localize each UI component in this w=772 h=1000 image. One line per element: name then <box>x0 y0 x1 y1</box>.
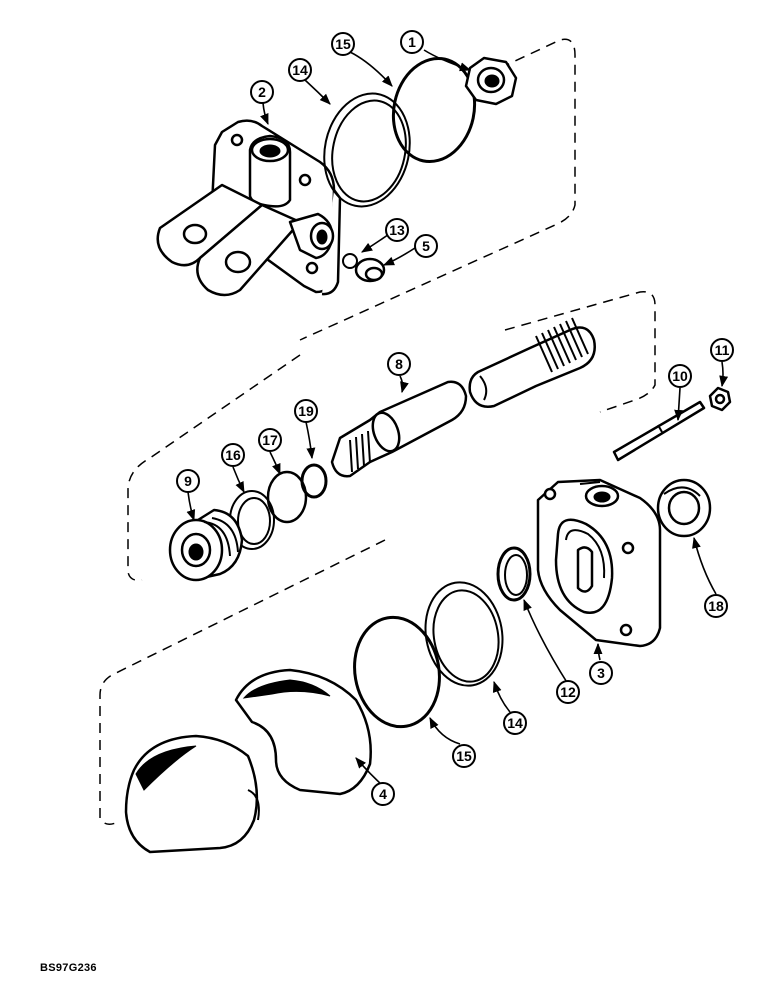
wiper-seal <box>656 478 712 538</box>
callout-5: 5 <box>414 234 438 258</box>
callout-circle <box>221 443 245 467</box>
callout-label: 2 <box>258 84 266 100</box>
backup-ring-14-lower <box>424 581 504 687</box>
callout-3: 3 <box>589 661 613 685</box>
dashed-assembly-lines <box>99 38 656 825</box>
cylinder-tube <box>124 668 372 854</box>
callout-label: 17 <box>262 432 278 448</box>
callout-label: 1 <box>408 34 416 50</box>
callout-10: 10 <box>668 364 692 388</box>
callout-circle <box>371 782 395 806</box>
backup-ring-14-top <box>323 92 411 208</box>
callout-label: 10 <box>672 368 688 384</box>
gland-head <box>536 478 662 648</box>
tie-rod <box>612 400 706 462</box>
callout-label: 3 <box>597 665 605 681</box>
plug <box>354 257 386 283</box>
callout-label: 15 <box>456 748 472 764</box>
o-ring-15-lower <box>353 615 441 729</box>
callout-label: 8 <box>395 356 403 372</box>
callout-17: 17 <box>258 428 282 452</box>
hex-nut <box>464 56 518 106</box>
callout-15: 15 <box>331 32 355 56</box>
callout-9: 9 <box>176 469 200 493</box>
callout-circle <box>385 218 409 242</box>
callout-circle <box>387 352 411 376</box>
callout-circle <box>400 30 424 54</box>
callout-circle <box>414 234 438 258</box>
callout-circle <box>503 711 527 735</box>
callout-label: 19 <box>298 403 314 419</box>
callout-2: 2 <box>250 80 274 104</box>
callout-19: 19 <box>294 399 318 423</box>
callout-11: 11 <box>710 338 734 362</box>
callout-label: 14 <box>507 715 523 731</box>
callout-label: 4 <box>379 786 387 802</box>
callout-13: 13 <box>385 218 409 242</box>
callout-circle <box>556 680 580 704</box>
callout-circle <box>258 428 282 452</box>
callout-14: 14 <box>503 711 527 735</box>
callout-label: 16 <box>225 447 241 463</box>
callout-label: 15 <box>335 36 351 52</box>
callout-circle <box>250 80 274 104</box>
callout-label: 11 <box>715 342 730 358</box>
callout-label: 12 <box>560 684 576 700</box>
callout-4: 4 <box>371 782 395 806</box>
callout-label: 18 <box>708 598 724 614</box>
callout-1: 1 <box>400 30 424 54</box>
callout-label: 9 <box>184 473 192 489</box>
callout-15: 15 <box>452 744 476 768</box>
piston <box>168 508 244 582</box>
clevis-end-cap <box>156 119 342 297</box>
callout-14: 14 <box>288 58 312 82</box>
callout-circle <box>589 661 613 685</box>
callout-circle <box>331 32 355 56</box>
callout-circle <box>176 469 200 493</box>
callout-circle <box>288 58 312 82</box>
callout-label: 14 <box>292 62 308 78</box>
o-ring-12 <box>496 546 532 602</box>
seal-17 <box>266 470 308 524</box>
callout-circle <box>294 399 318 423</box>
callout-circle <box>710 338 734 362</box>
callout-12: 12 <box>556 680 580 704</box>
callout-8: 8 <box>387 352 411 376</box>
seal-13 <box>342 253 358 269</box>
callout-circle <box>704 594 728 618</box>
callout-circle <box>668 364 692 388</box>
piston-rod <box>330 317 596 478</box>
callout-18: 18 <box>704 594 728 618</box>
small-hex-nut <box>708 386 732 412</box>
callout-circle <box>452 744 476 768</box>
callout-label: 5 <box>422 238 430 254</box>
callout-16: 16 <box>221 443 245 467</box>
callout-label: 13 <box>389 222 405 238</box>
reference-code: BS97G236 <box>40 962 97 974</box>
